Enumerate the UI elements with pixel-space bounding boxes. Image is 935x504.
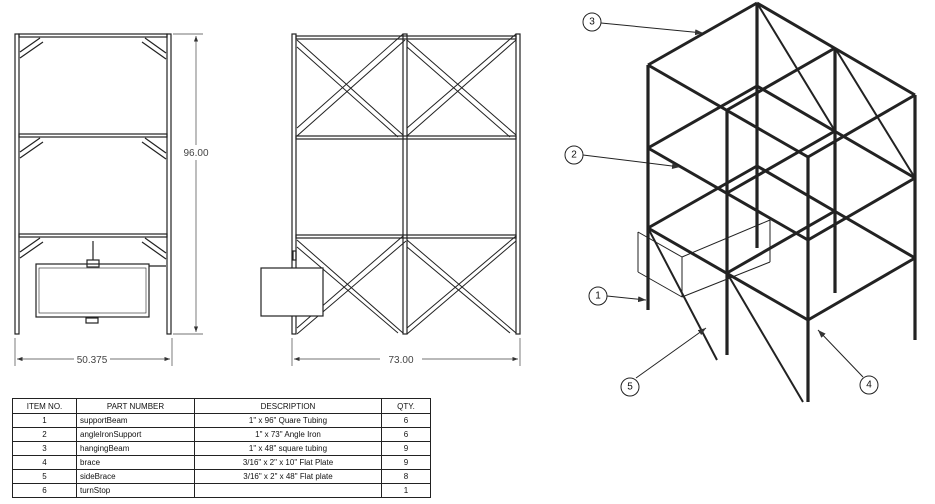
iso-side-brace [834,47,916,179]
side-width-dimension: 73.00 [388,355,413,366]
iso-beam [726,209,836,275]
header-item-no: ITEM NO. [12,398,77,414]
qty-cell: 9 [381,455,431,470]
qty-cell: 6 [381,413,431,428]
part-number-cell: hangingBeam [76,441,195,456]
part-number-cell: supportBeam [76,413,195,428]
right-post [166,33,172,335]
item-no-cell: 2 [12,427,77,442]
description-cell: 3/16" x 2" x 10" Flat Plate [194,455,382,470]
x-braces [296,33,517,335]
iso-hopper-edge [681,261,771,298]
height-dimension: 96.00 [183,148,208,159]
iso-beam [647,1,758,67]
iso-beam [807,176,916,242]
balloon-3: 3 [582,12,704,36]
side-dimensions [291,338,521,366]
front-width-dimension: 50.375 [77,355,108,366]
header-part-number: PART NUMBER [76,398,195,414]
iso-beam [807,256,916,322]
description-cell [194,483,382,498]
corner-braces [19,37,167,260]
svg-text:5: 5 [627,382,633,393]
left-post [14,33,20,335]
svg-text:1: 1 [595,291,601,302]
balloon-1: 1 [588,286,647,306]
middle-beam [18,133,168,138]
top-beam [18,33,168,38]
header-description: DESCRIPTION [194,398,382,414]
hopper-box [35,263,150,318]
balloon-2: 2 [564,145,681,169]
item-no-cell: 4 [12,455,77,470]
lower-beam [18,233,168,238]
iso-beam [726,46,836,112]
qty-cell: 1 [381,483,431,498]
balloons: 1 2 3 4 5 [564,12,879,397]
description-cell: 3/16" x 2" x 48" Flat plate [194,469,382,484]
iso-side-brace [756,2,836,132]
qty-cell: 9 [381,441,431,456]
iso-beam [756,164,916,260]
left-post [291,33,297,335]
iso-hopper-edge [637,271,683,298]
part-number-cell: brace [76,455,195,470]
table-header-row: ITEM NO. PART NUMBER DESCRIPTION QTY. [12,398,431,414]
description-cell: 1" x 73" Angle Iron [194,427,382,442]
hopper-box [260,267,324,317]
item-no-cell: 6 [12,483,77,498]
balloon-5: 5 [620,327,707,397]
right-post [515,33,521,335]
part-number-cell: angleIronSupport [76,427,195,442]
center-post [402,33,408,335]
description-cell: 1" x 96" Quare Tubing [194,413,382,428]
qty-cell: 8 [381,469,431,484]
part-number-cell: sideBrace [76,469,195,484]
front-view [14,33,172,335]
part-number-cell: turnStop [76,483,195,498]
item-no-cell: 3 [12,441,77,456]
isometric-view [637,1,917,403]
iso-hopper-edge [681,219,771,258]
item-no-cell: 1 [12,413,77,428]
iso-beam [726,129,836,195]
svg-text:4: 4 [866,380,872,391]
side-view [260,33,521,335]
iso-side-brace [726,272,804,403]
item-no-cell: 5 [12,469,77,484]
iso-beam [647,164,758,230]
front-dimensions [14,33,203,366]
iso-beam [807,93,916,159]
balloon-4: 4 [817,329,879,395]
header-qty: QTY. [381,398,431,414]
iso-beam [647,84,758,150]
iso-beam [756,84,916,180]
qty-cell: 6 [381,427,431,442]
iso-hopper-edge [637,231,683,258]
description-cell: 1" x 48" square tubing [194,441,382,456]
svg-text:2: 2 [571,150,577,161]
svg-text:3: 3 [589,17,595,28]
